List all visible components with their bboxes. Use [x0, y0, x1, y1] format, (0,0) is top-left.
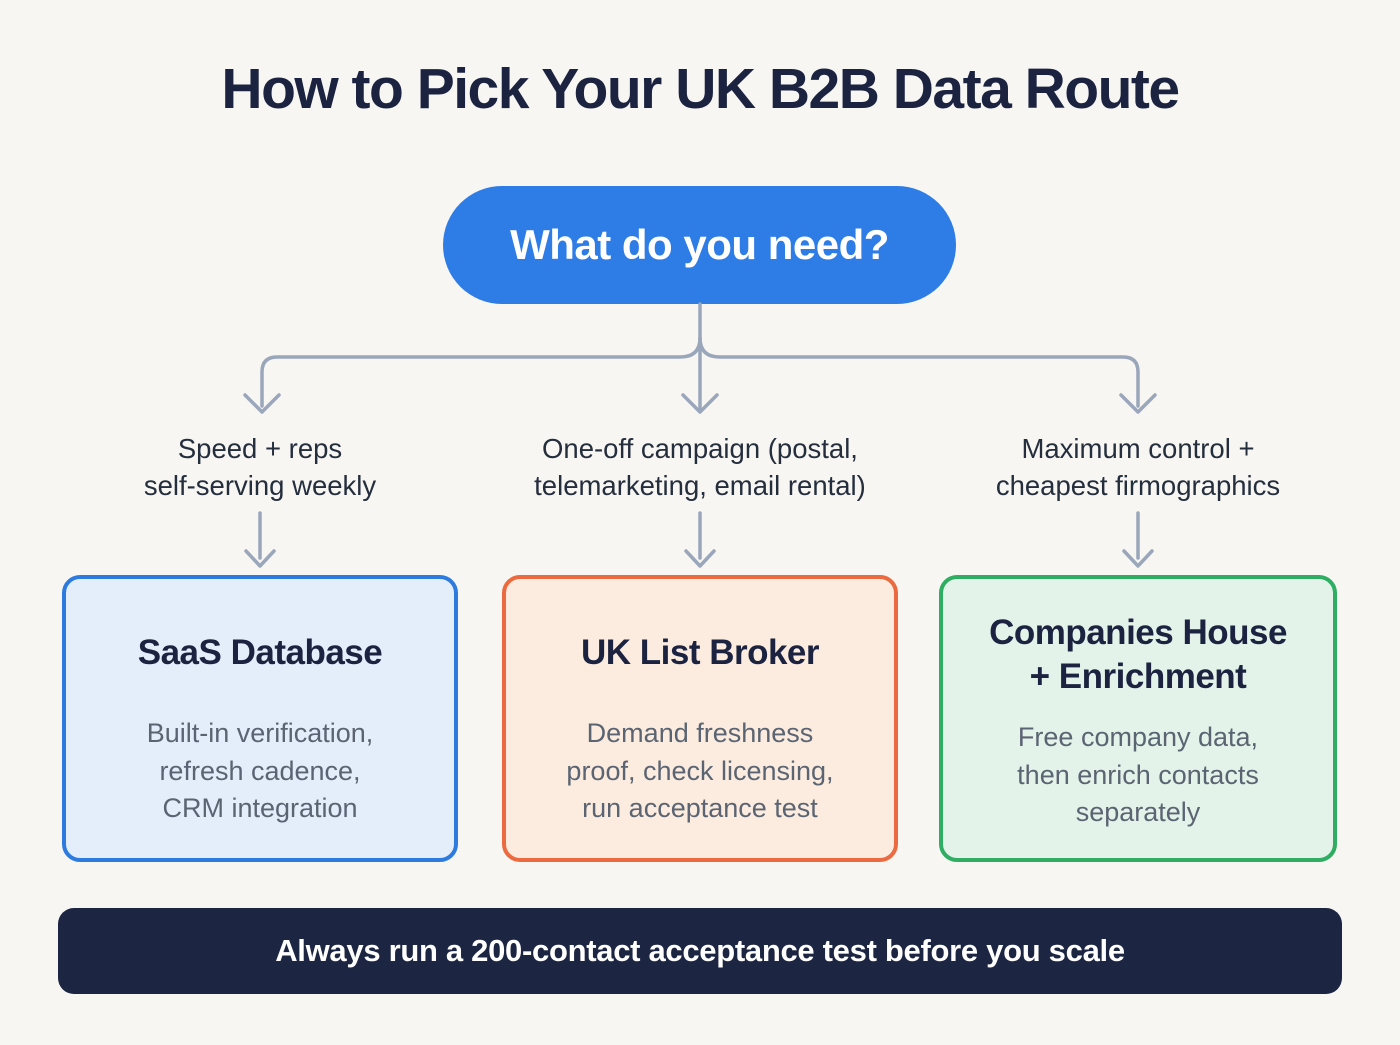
branch-condition-maximum-control: Maximum control + cheapest firmographics: [995, 433, 1281, 501]
center-branch-arrowhead-icon: [681, 393, 719, 414]
outcome-box-description: Built-in verification, refresh cadence, …: [146, 718, 374, 823]
outcome-box-uk-list-broker: UK List Broker Demand freshness proof, c…: [502, 575, 898, 862]
center-box-arrowhead-icon: [684, 549, 716, 568]
footer-banner: Always run a 200-contact acceptance test…: [58, 908, 1342, 994]
outcome-box-title: SaaS Database: [137, 633, 383, 672]
left-branch-line-icon: [260, 336, 702, 408]
outcome-box-saas-database: SaaS Database Built-in verification, ref…: [62, 575, 458, 862]
root-question-node: What do you need?: [443, 186, 956, 304]
right-box-arrowhead-icon: [1122, 549, 1154, 568]
right-branch-arrowhead-icon: [1119, 393, 1157, 414]
right-branch-line-icon: [698, 336, 1140, 408]
outcome-box-title: Companies House + Enrichment: [989, 613, 1287, 696]
branch-condition-speed-reps: Speed + reps self-serving weekly: [143, 433, 377, 501]
outcome-box-description: Demand freshness proof, check licensing,…: [566, 718, 834, 823]
outcome-box-title: UK List Broker: [580, 633, 820, 672]
root-question-label: What do you need?: [510, 221, 889, 268]
left-box-arrowhead-icon: [244, 549, 276, 568]
branch-condition-one-off-campaign: One-off campaign (postal, telemarketing,…: [534, 433, 866, 501]
left-branch-arrowhead-icon: [243, 393, 281, 414]
outcome-box-description: Free company data, then enrich contacts …: [1017, 722, 1259, 827]
page-title: How to Pick Your UK B2B Data Route: [221, 57, 1180, 121]
footer-banner-text: Always run a 200-contact acceptance test…: [275, 933, 1125, 968]
outcome-box-companies-house-enrichment: Companies House + Enrichment Free compan…: [939, 575, 1337, 862]
